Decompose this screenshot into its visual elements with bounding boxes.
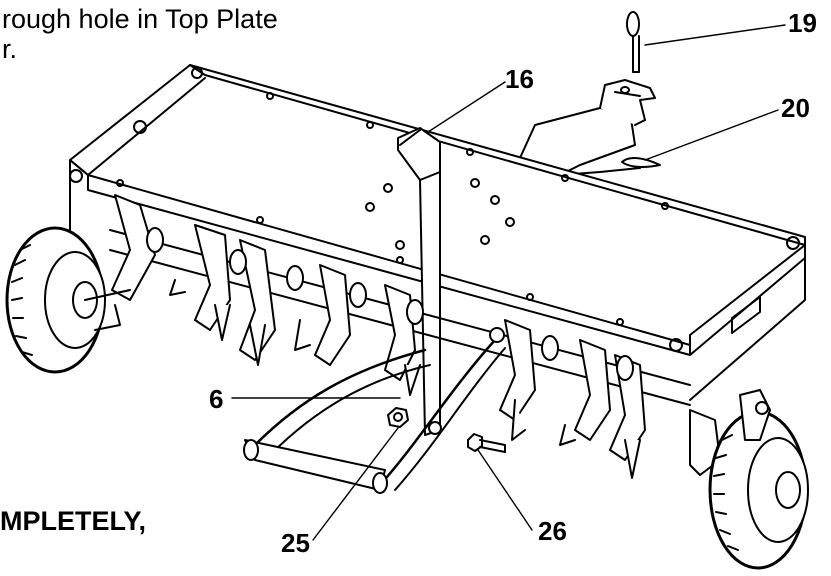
callout-16: 16 bbox=[505, 64, 534, 94]
callout-25: 25 bbox=[281, 528, 310, 558]
hitch-tongue bbox=[519, 79, 656, 176]
hitch-pin bbox=[626, 11, 640, 73]
warning-text: MPLETELY, bbox=[0, 506, 147, 536]
tine-assemblies bbox=[111, 194, 721, 479]
callout-20: 20 bbox=[781, 93, 810, 123]
hair-pin-clip bbox=[621, 157, 661, 168]
top-plate-bolts bbox=[69, 67, 800, 352]
lift-frame-arms bbox=[243, 327, 506, 494]
instruction-line-2: r. bbox=[2, 34, 18, 64]
lock-nut bbox=[387, 407, 409, 428]
callout-6: 6 bbox=[209, 384, 224, 414]
leader-lines bbox=[231, 24, 786, 541]
axle-hubs bbox=[146, 227, 634, 381]
left-wheel bbox=[5, 226, 131, 374]
hex-bolt bbox=[467, 433, 506, 453]
callout-26: 26 bbox=[538, 516, 567, 546]
callout-19: 19 bbox=[788, 8, 817, 38]
instruction-line-1: rough hole in Top Plate bbox=[2, 4, 278, 34]
right-wheel bbox=[708, 389, 809, 570]
